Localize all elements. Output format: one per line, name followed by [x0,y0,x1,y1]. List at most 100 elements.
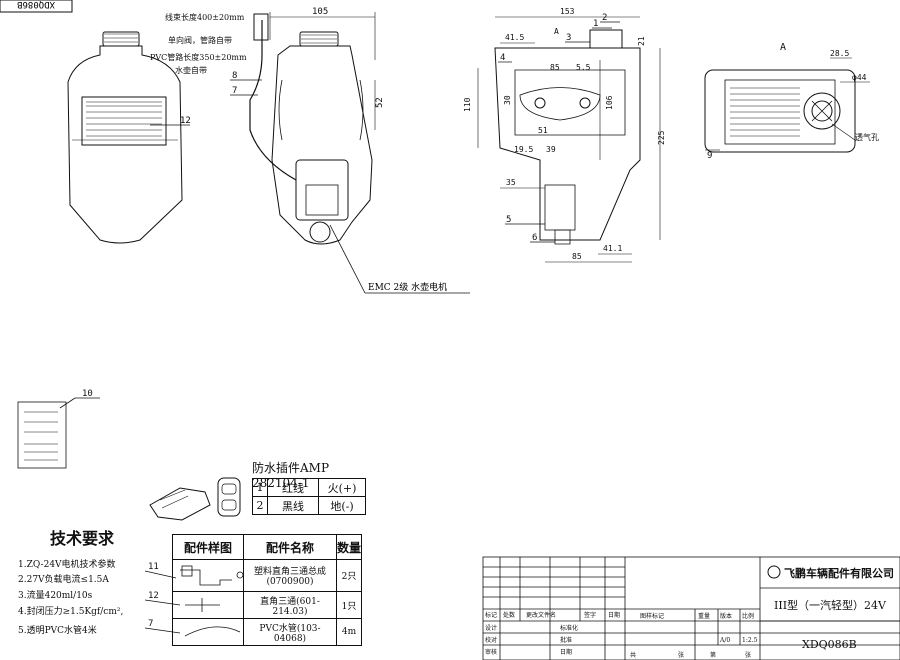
company-name: 飞鹏车辆配件有限公司 [784,566,894,580]
side-callouts: 8 7 [230,71,262,96]
callout-label: 12 [148,591,159,601]
callout-label: 9 [707,151,712,161]
tb-rev-label: 签字 [584,611,596,619]
wire-connector [253,13,269,41]
motor-label: EMC 2级 水壶电机 [368,281,447,293]
parts-name: PVC水管(103-04068) [243,618,337,646]
dim-105: 105 [269,7,376,60]
connector-cell: 火(+) [318,478,366,497]
connector-cell: 1 [252,478,268,497]
callout-label: 6 [532,233,537,243]
tech-title: 技术要求 [50,529,115,548]
title-block-labels: 标记 处数 更改文件名 签字 日期 设计 标准化 校对 审核 批准 日期 图样标… [485,611,758,659]
title-block-main: 飞鹏车辆配件有限公司 III型（一汽轻型）24V XDQ086B [767,565,894,651]
connector-cell: 红线 [267,478,319,497]
vent-hole-label: 透气孔 [855,132,879,142]
pot-included-note: 水壶自带 [175,65,207,75]
tb-review: 审核 [485,648,497,656]
dim-label: 39 [546,145,556,154]
pvc-length-note: PVC管路长度350±20mm [150,52,247,62]
dim-label: 106 [605,95,614,110]
callout-label: 8 [232,71,237,81]
parts-qty: 4m [336,618,362,646]
parts-qty: 1只 [336,591,362,619]
tb-sheet-unit2: 张 [745,651,751,659]
pump-side-view [249,13,373,245]
dim-label: 105 [312,7,328,17]
connector-table: 1 红线 火(+) 2 黑线 地(-) [252,478,366,515]
parts-callouts: 11 12 7 [144,562,181,634]
parts-name: 塑料直角三通总成(0700900) [243,559,337,592]
view-a-mark: A [554,27,559,36]
tb-rev-label: 标记 [485,611,497,619]
tech-item: 3.流量420ml/10s [18,589,93,601]
tb-standard: 标准化 [560,624,578,632]
parts-header: 数量 [336,534,362,560]
bottle-front-view [67,31,183,244]
dim-label: 153 [560,7,575,16]
callout-label: 10 [82,389,93,399]
connector-drawing [149,477,241,521]
callout-label: 1 [593,19,598,29]
tb-edition: 版本 [720,612,732,620]
callout-label: 7 [148,619,153,629]
tb-stage: 图样标记 [640,612,664,620]
bottle-label [81,96,167,146]
view-a-label: A [780,42,786,53]
callout-label: 12 [180,116,191,126]
dim-label: 52 [375,97,385,108]
tb-design: 设计 [485,624,497,632]
dim-label: 85 [572,252,582,261]
title-block-grid [482,556,900,660]
section-callouts: 3 1 2 4 5 6 [498,13,620,243]
dim-label: 35 [506,178,516,187]
callout-label: 11 [148,562,159,572]
tech-requirements: 技术要求 1.ZQ-24V电机技术参数 2.27V负载电流≤1.5A 3.流量4… [18,529,123,636]
parts-header: 配件样图 [172,534,244,560]
tb-sheet-unit: 张 [678,651,684,659]
tb-rev-label: 处数 [503,611,515,619]
dim-label: 110 [463,97,472,112]
tb-scale: 比例 [742,612,754,620]
tb-check: 校对 [485,636,497,644]
connector-row: 1 红线 火(+) [252,478,366,497]
stamp-box: XDQ086B [0,0,73,13]
parts-row: 塑料直角三通总成(0700900) 2只 [172,559,362,592]
dim-label: 85 [550,63,560,72]
tb-scale-value: 1:2.5 [742,637,758,644]
dim-label: 225 [657,130,666,145]
tb-approve: 批准 [560,636,572,644]
section-dims: 153 41.5 A 21 85 5.5 110 106 30 51 19.5 … [463,7,666,263]
callout-12-left: 12 [150,116,191,126]
tech-item: 5.透明PVC水管4米 [18,624,97,636]
dim-label: 51 [538,126,548,135]
parts-name: 直角三通(601-214.03) [243,591,337,619]
connector-cell: 地(-) [318,496,366,515]
tb-sheet-total: 共 [630,651,636,659]
dim-label: 41.5 [505,33,524,42]
tech-item: 2.27V负载电流≤1.5A [18,573,109,585]
callout-label: 5 [506,215,511,225]
wire-length-note: 线束长度400±20mm [165,12,245,22]
motor-body [295,159,349,221]
tb-weight: 重量 [698,612,710,620]
dim-label: φ44 [852,73,867,82]
dim-label: 41.1 [603,244,622,253]
tb-date: 日期 [560,648,572,656]
dim-52: 52 [374,80,385,130]
dim-label: 30 [503,95,512,105]
side-view-notes: 线束长度400±20mm 单向阀，管路自带 PVC管路长度350±20mm 水壶… [150,12,247,75]
motor-leader: EMC 2级 水壶电机 [329,224,470,294]
parts-table: 配件样图 配件名称 数量 塑料直角三通总成(0700900) 2只 直角三通(6… [172,534,362,646]
dim-label: 5.5 [576,63,591,72]
parts-row: PVC水管(103-04068) 4m [172,618,362,646]
dim-label: 19.5 [514,145,533,154]
tech-item: 1.ZQ-24V电机技术参数 [18,558,116,570]
callout-label: 4 [500,53,505,63]
connector-cell: 黑线 [267,496,319,515]
callout-label: 3 [566,33,571,43]
connector-cell: 2 [252,496,268,515]
dim-label: 21 [637,36,646,46]
